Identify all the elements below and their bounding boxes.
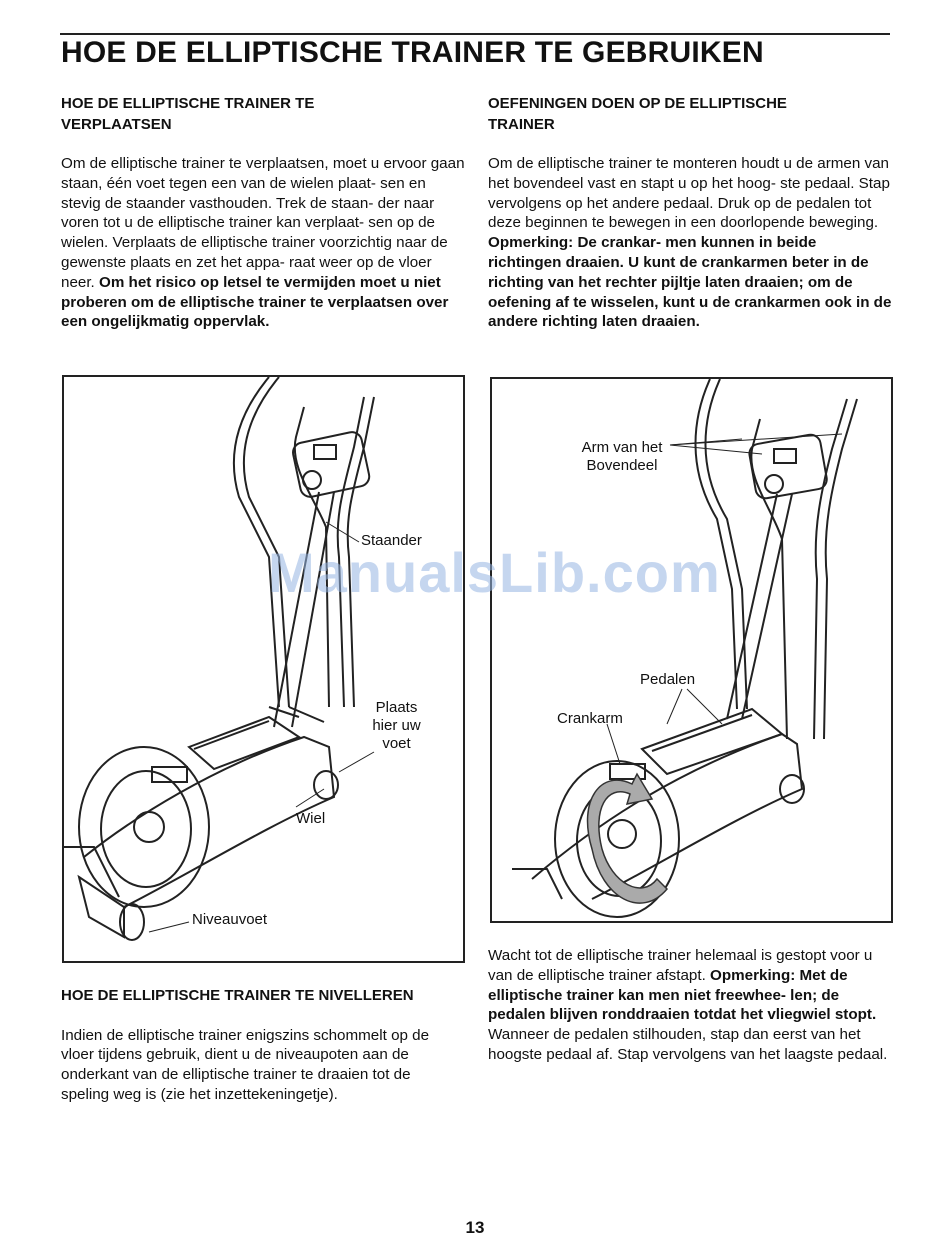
section-level: HOE DE ELLIPTISCHE TRAINER TE NIVELLEREN… [61,986,461,1105]
figure-moving: Staander Plaats hier uw voet Wiel Niveau… [62,375,465,963]
move-text: Om de elliptische trainer te verplaatsen… [61,155,465,291]
stop-text: Wacht tot de elliptische trainer helemaa… [488,947,873,984]
section-stop: Wacht tot de elliptische trainer helemaa… [488,946,888,1065]
label-staander: Staander [361,532,422,549]
label-pedalen: Pedalen [640,671,696,688]
stop-paragraph: Wacht tot de elliptische trainer helemaa… [488,946,888,1065]
label-crankarm: Crankarm [557,710,623,727]
title-rule [60,33,890,35]
stop-note: Opmerking: Met de elliptische trainer ka… [488,966,877,1024]
exercise-heading: OEFENINGEN DOEN OP DE ELLIPTISCHE TRAINE… [488,95,787,133]
figure-exercise: Arm van het Bovendeel Pedalen Crankarm [490,377,893,923]
elliptical-illustration-2 [512,379,858,918]
watermark: ManualsLib.com [268,541,721,604]
exercise-text: Om de elliptische trainer te monteren ho… [488,155,890,232]
section-exercise: OEFENINGEN DOEN OP DE ELLIPTISCHE TRAINE… [488,94,893,332]
level-text: Indien de elliptische trainer enigszins … [61,1026,430,1103]
move-heading: HOE DE ELLIPTISCHE TRAINER TE VERPLAATSE… [61,95,315,133]
move-warning: Om het risico op letsel te vermijden moe… [61,273,449,331]
label-wiel: Wiel [296,810,326,827]
exercise-paragraph: Om de elliptische trainer te monteren ho… [488,154,893,332]
exercise-note: Opmerking: De crankar- men kunnen in bei… [488,234,892,331]
label-plaats-voet: Plaats hier uw voet [372,699,421,752]
label-niveauvoet: Niveauvoet [192,911,268,928]
section-move: HOE DE ELLIPTISCHE TRAINER TE VERPLAATSE… [61,94,466,332]
elliptical-illustration-1 [64,377,375,941]
page-title: HOE DE ELLIPTISCHE TRAINER TE GEBRUIKEN [61,36,764,69]
level-heading: HOE DE ELLIPTISCHE TRAINER TE NIVELLEREN [61,987,414,1004]
page-number: 13 [465,1218,485,1237]
stop-text2: Wanneer de pedalen stilhouden, stap dan … [488,1026,888,1063]
label-arm-bovendeel: Arm van het Bovendeel [581,439,663,474]
move-paragraph: Om de elliptische trainer te verplaatsen… [61,154,466,332]
